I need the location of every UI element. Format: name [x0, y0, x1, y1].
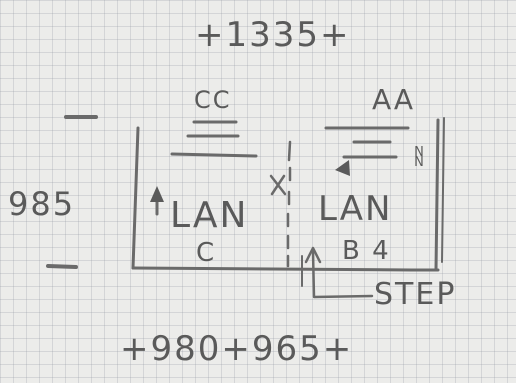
- step-leader-arrowhead: [304, 246, 322, 264]
- top-dimension-label: +1335+: [195, 15, 351, 55]
- right-lane-side-note: N N: [414, 145, 424, 171]
- step-label: STEP: [374, 277, 457, 312]
- lower-tick-mark: [46, 264, 78, 269]
- frame-right-edge: [434, 118, 440, 272]
- left-lane-body-label: LAN: [170, 195, 249, 236]
- frame-right-edge-double: [441, 117, 445, 263]
- left-lane-stripe-3: [170, 152, 258, 158]
- left-lane-arrow-head: [150, 186, 164, 202]
- center-cross-mark: [269, 174, 287, 196]
- frame-left-edge: [131, 126, 140, 270]
- left-lane-sub-label: C: [196, 238, 217, 268]
- right-lane-sub-label: B 4: [342, 236, 391, 266]
- step-leader-line: [311, 250, 374, 299]
- left-dimension-label: 985: [8, 185, 76, 223]
- right-lane-body-label: LAN: [318, 189, 393, 229]
- right-lane-arrow-head: [335, 160, 350, 176]
- bottom-dimension-label: +980+965+: [120, 329, 354, 369]
- frame-bottom-edge: [131, 266, 440, 272]
- right-lane-top-label: AA: [372, 83, 416, 116]
- left-lane-top-label: CC: [194, 86, 232, 114]
